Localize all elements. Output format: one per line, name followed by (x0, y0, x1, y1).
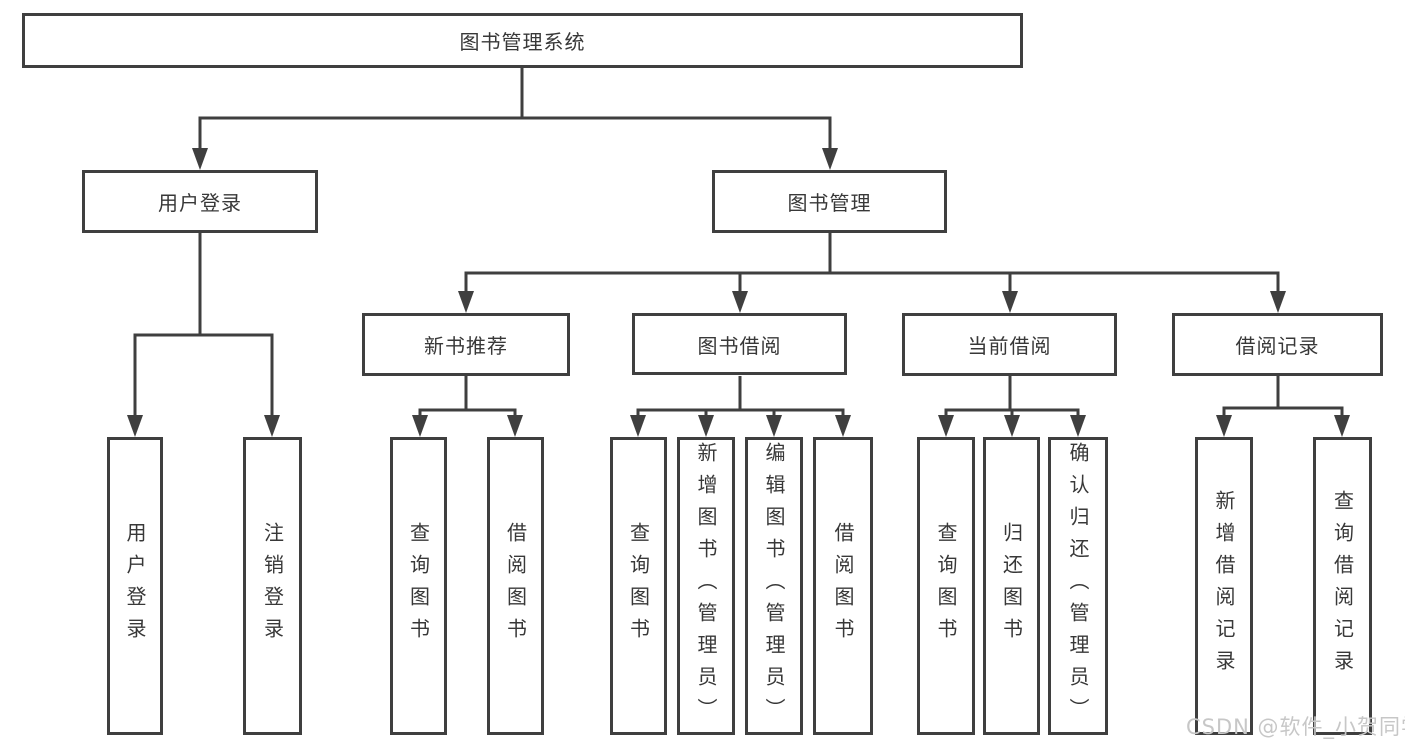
node-user-login: 用户登录 (82, 170, 318, 233)
arrowhead-icon (1004, 415, 1020, 437)
connector-lines (133, 68, 1344, 430)
arrowhead-icon (1002, 291, 1018, 313)
arrowhead-icon (127, 415, 143, 437)
leaf-query-books-recommend: 查询图书 (390, 437, 447, 735)
node-current-borrowing: 当前借阅 (902, 313, 1117, 376)
leaf-query-borrow-record: 查询借阅记录 (1313, 437, 1372, 735)
leaf-borrow-books-recommend: 借阅图书 (487, 437, 544, 735)
arrowhead-icon (507, 415, 523, 437)
arrowhead-icon (698, 415, 714, 437)
leaf-edit-books-admin: 编辑图书（管理员） (745, 437, 803, 735)
arrowhead-icon (938, 415, 954, 437)
node-label: 查询图书 (934, 522, 958, 650)
node-label: 当前借阅 (967, 334, 1052, 358)
arrowhead-icon (1270, 291, 1286, 313)
leaf-logout: 注销登录 (243, 437, 302, 735)
node-label: 查询图书 (406, 522, 431, 650)
arrowhead-icon (412, 415, 428, 437)
node-label: 图书管理 (787, 191, 872, 215)
node-label: 归还图书 (999, 522, 1024, 650)
arrowhead-icon (1216, 415, 1232, 437)
node-new-book-recommend: 新书推荐 (362, 313, 570, 376)
node-label: 用户登录 (158, 191, 242, 215)
arrowhead-icon (630, 415, 646, 437)
node-label: 图书管理系统 (459, 30, 586, 54)
leaf-query-books-borrowing: 查询图书 (610, 437, 667, 735)
arrowheads (127, 148, 1350, 437)
arrowhead-icon (732, 291, 748, 313)
node-label: 注销登录 (260, 522, 285, 650)
node-label: 新增借阅记录 (1212, 490, 1236, 682)
arrowhead-icon (822, 148, 838, 170)
arrowhead-icon (1334, 415, 1350, 437)
leaf-borrow-books-borrowing: 借阅图书 (813, 437, 873, 735)
node-label: 查询借阅记录 (1330, 490, 1355, 682)
arrowhead-icon (766, 415, 782, 437)
leaf-add-books-admin: 新增图书（管理员） (677, 437, 735, 735)
leaf-user-login: 用户登录 (107, 437, 163, 735)
leaf-query-books-current: 查询图书 (917, 437, 975, 735)
leaf-confirm-return-admin: 确认归还（管理员） (1048, 437, 1108, 735)
arrowhead-icon (192, 148, 208, 170)
arrowhead-icon (458, 291, 474, 313)
node-label: 图书借阅 (697, 333, 782, 358)
node-label: 借阅记录 (1235, 334, 1320, 358)
node-label: 确认归还（管理员） (1066, 442, 1090, 730)
csdn-watermark: CSDN @软件_小贺同学 (1186, 715, 1405, 739)
arrowhead-icon (1070, 415, 1086, 437)
node-label: 编辑图书（管理员） (762, 442, 786, 730)
node-borrowing-records: 借阅记录 (1172, 313, 1383, 376)
node-label: 用户登录 (123, 522, 147, 650)
node-label: 查询图书 (626, 522, 651, 650)
node-label: 新增图书（管理员） (694, 442, 718, 730)
leaf-add-borrow-record: 新增借阅记录 (1195, 437, 1253, 735)
node-label: 借阅图书 (503, 522, 528, 650)
node-book-borrowing: 图书借阅 (632, 313, 847, 375)
leaf-return-books: 归还图书 (983, 437, 1040, 735)
node-label: 借阅图书 (831, 522, 855, 650)
node-system-root: 图书管理系统 (22, 13, 1023, 68)
node-label: 新书推荐 (424, 334, 508, 358)
arrowhead-icon (264, 415, 280, 437)
arrowhead-icon (835, 415, 851, 437)
node-book-management: 图书管理 (712, 170, 947, 233)
